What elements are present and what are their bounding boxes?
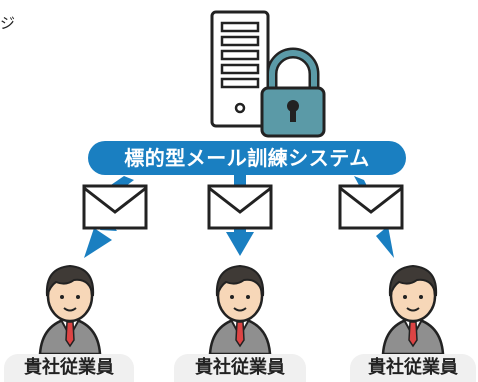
- system-label: 標的型メール訓練システム: [124, 146, 370, 170]
- flow-arrows: [84, 172, 394, 258]
- system-banner: 標的型メール訓練システム: [88, 141, 406, 175]
- envelope-icon: [82, 184, 148, 230]
- server-icon: [210, 10, 270, 128]
- employee-label: 貴社従業員: [174, 354, 306, 382]
- employee-icon: [208, 264, 272, 356]
- employee-label: 貴社従業員: [350, 354, 476, 382]
- employee-label: 貴社従業員: [4, 354, 134, 382]
- padlock-icon: [260, 47, 326, 138]
- employee-icon: [38, 264, 102, 356]
- employee-icon: [381, 264, 445, 356]
- envelope-icon: [207, 184, 273, 230]
- envelope-icon: [338, 184, 404, 230]
- cropped-edge-text: ジ: [0, 14, 16, 32]
